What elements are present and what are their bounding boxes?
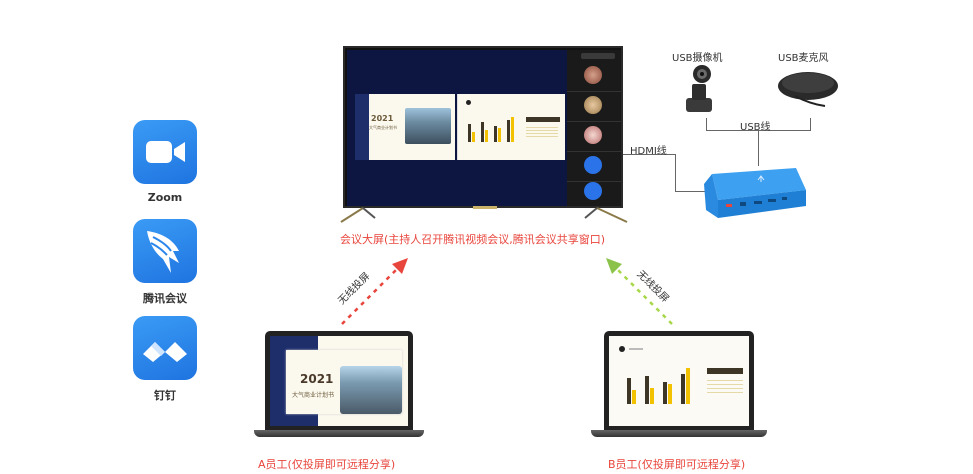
laptop-a-slide-year: 2021 — [300, 372, 334, 386]
laptop-b-caption: B员工(仅投屏即可远程分享) — [608, 458, 746, 471]
tv-slide-photo — [405, 108, 451, 144]
laptop-a: 2021 大气商业计划书 — [265, 331, 413, 430]
wireless-arrow-left — [341, 258, 408, 325]
app-label-dingtalk: 钉钉 — [154, 389, 176, 402]
app-label-tencent-meeting: 腾讯会议 — [143, 292, 187, 305]
mic-label: USB麦克风 — [778, 53, 829, 64]
laptop-b — [604, 331, 754, 430]
usb-cable-label: USB线 — [740, 122, 771, 133]
dingtalk-app-icon — [133, 316, 197, 380]
tv-screen: 2021 大气商业计划书 — [347, 50, 567, 206]
wireless-arrow-right — [606, 258, 673, 325]
tv-slide-cover: 2021 大气商业计划书 — [355, 94, 455, 160]
laptop-b-chart — [627, 368, 697, 404]
participant-tile — [567, 122, 621, 152]
laptop-a-slide-title: 大气商业计划书 — [292, 392, 335, 399]
participant-tile — [567, 62, 621, 92]
app-label-zoom: Zoom — [147, 191, 183, 204]
participant-tile — [567, 178, 621, 208]
laptop-a-caption: A员工(仅投屏即可远程分享) — [258, 458, 396, 471]
tv-mini-chart — [468, 116, 518, 142]
brand-logo-icon — [757, 175, 765, 182]
tv-slide-year: 2021 — [371, 114, 394, 123]
laptop-a-slide-photo — [340, 366, 402, 414]
zoom-app-icon — [133, 120, 197, 184]
participants-panel — [567, 50, 621, 206]
participant-tile — [567, 152, 621, 182]
tencent-meeting-app-icon — [133, 219, 197, 283]
wireless-hub-box — [704, 168, 806, 218]
laptop-a-screen: 2021 大气商业计划书 — [270, 336, 408, 426]
usb-microphone-icon — [778, 72, 838, 107]
usb-camera-icon — [686, 65, 712, 112]
mountain-icon — [143, 342, 187, 362]
meeting-tv: 2021 大气商业计划书 — [343, 46, 623, 208]
tv-slide-title: 大气商业计划书 — [369, 125, 397, 130]
tv-caption: 会议大屏(主持人召开腾讯视频会议,腾讯会议共享窗口) — [340, 233, 606, 246]
tv-slide-chart — [457, 94, 565, 160]
camera-label: USB摄像机 — [672, 53, 723, 64]
hdmi-cable-label: HDMI线 — [630, 146, 667, 157]
tv-stand — [340, 206, 628, 223]
laptop-b-screen — [609, 336, 749, 426]
zoom-camera-icon — [146, 141, 185, 163]
wing-bolt-icon — [147, 231, 179, 273]
participant-tile — [567, 92, 621, 122]
